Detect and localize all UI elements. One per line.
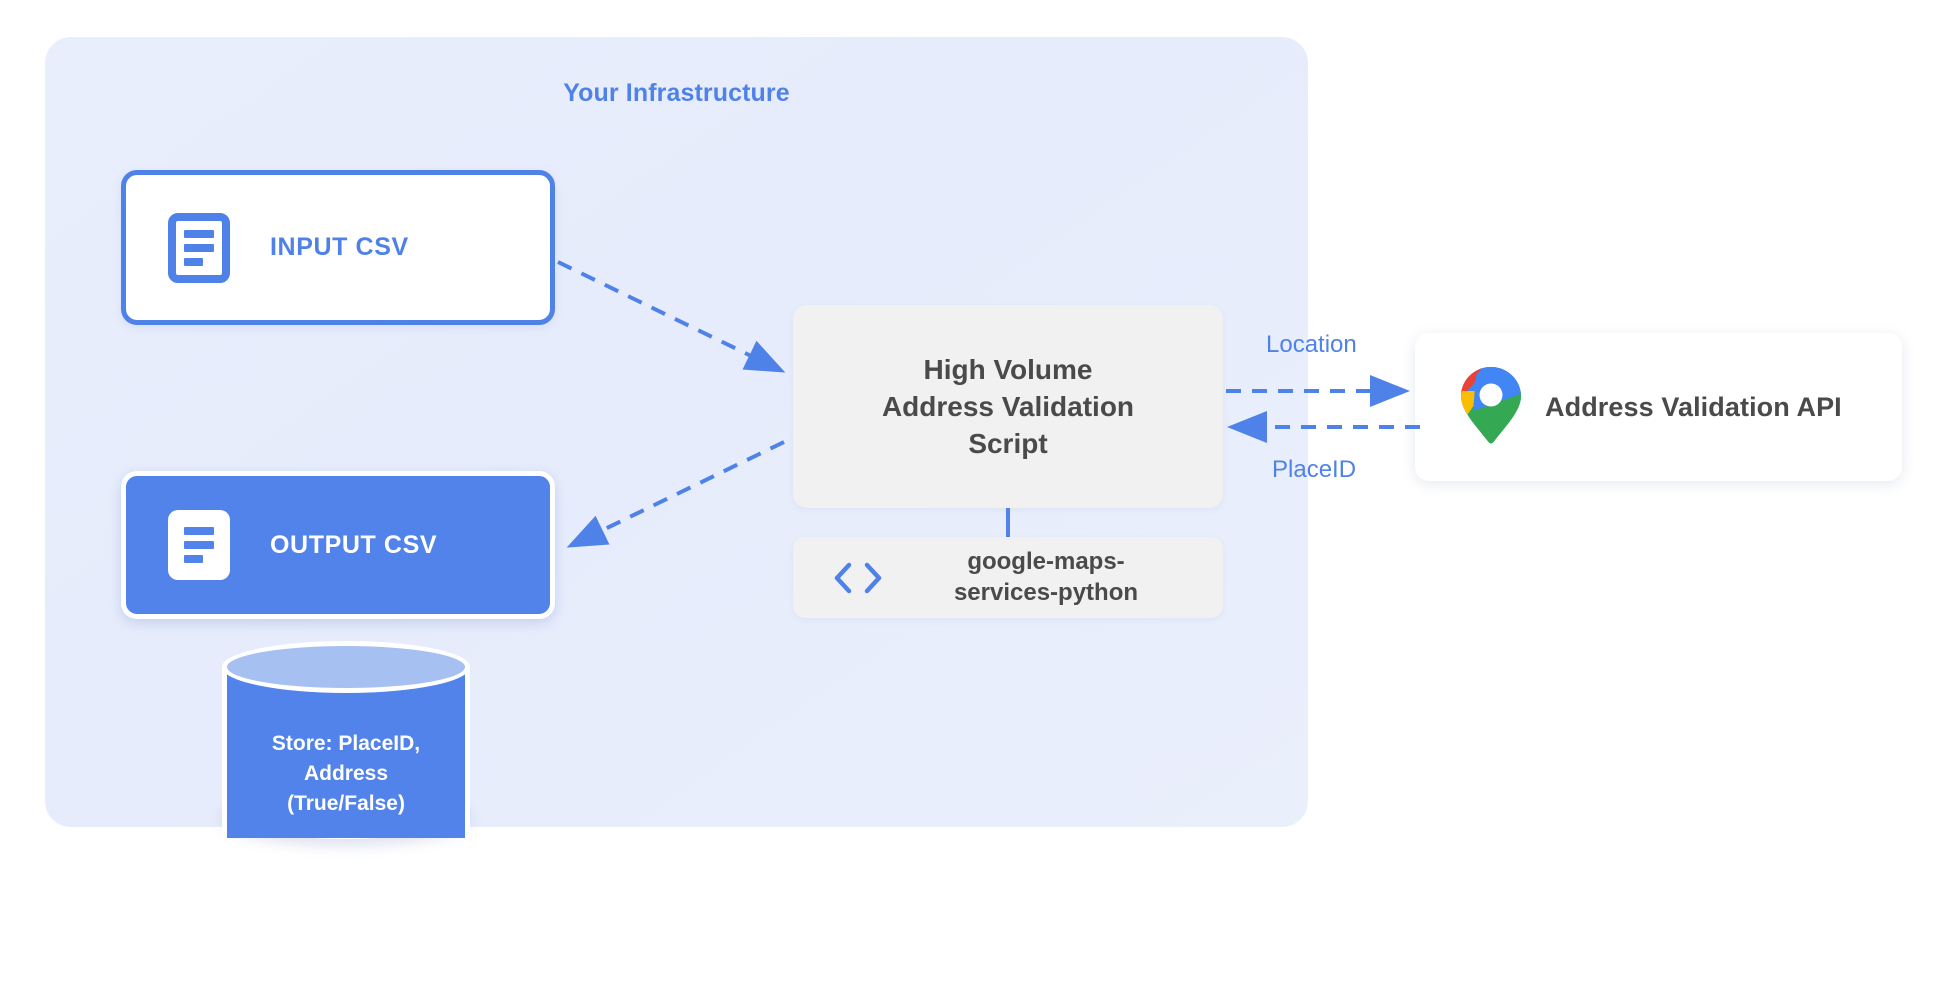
- edge-label-placeid: PlaceID: [1272, 456, 1357, 483]
- node-output-csv[interactable]: OUTPUT CSV: [121, 471, 555, 619]
- node-client-library[interactable]: google-maps- services-python: [793, 537, 1223, 618]
- database-top: [222, 641, 470, 693]
- node-database-label: Store: PlaceID, Address (True/False): [271, 732, 421, 815]
- node-validation-script-label: High Volume Address Validation Script: [881, 353, 1135, 460]
- code-icon: [831, 561, 885, 595]
- node-database[interactable]: Store: PlaceID, Address (True/False): [222, 641, 470, 863]
- document-icon: [168, 510, 230, 580]
- node-input-csv-label: INPUT CSV: [270, 233, 409, 261]
- infrastructure-title: Your Infrastructure: [563, 79, 790, 107]
- node-output-csv-label: OUTPUT CSV: [270, 530, 438, 559]
- edge-label-location: Location: [1266, 331, 1357, 358]
- node-client-library-label: google-maps- services-python: [953, 548, 1139, 606]
- database-body: [222, 666, 470, 838]
- node-validation-script[interactable]: High Volume Address Validation Script: [793, 305, 1223, 508]
- script-library-connector: [1006, 508, 1010, 537]
- node-address-validation-api[interactable]: Address Validation API: [1415, 333, 1902, 481]
- node-address-validation-api-label: Address Validation API: [1545, 391, 1842, 422]
- node-input-csv[interactable]: INPUT CSV: [121, 170, 555, 325]
- document-icon: [168, 212, 230, 283]
- google-maps-pin-icon: [1459, 365, 1523, 450]
